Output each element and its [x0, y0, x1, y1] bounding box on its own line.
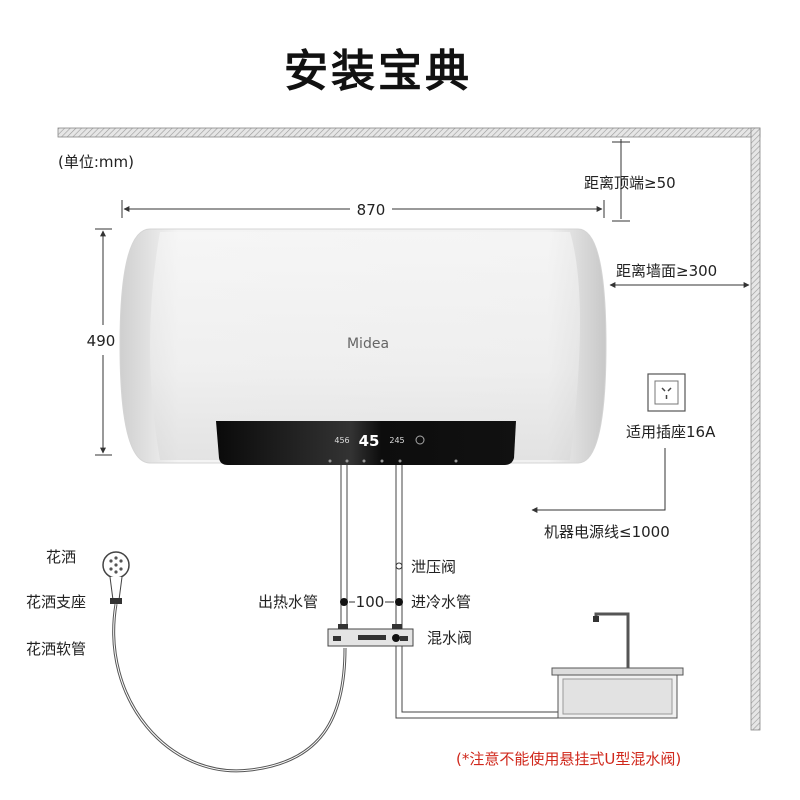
height-dimension: [95, 228, 112, 456]
power-cord-label: 机器电源线≤1000: [544, 523, 670, 541]
display-right: 245: [389, 436, 404, 445]
warning-note: (*注意不能使用悬挂式U型混水阀): [456, 750, 681, 768]
brand-logo: Midea: [347, 336, 389, 352]
wall-clearance-label: 距离墙面≥300: [616, 262, 717, 280]
hot-outlet-dot: [340, 598, 348, 606]
power-cord-arrow: [531, 448, 666, 513]
relief-valve-label: 泄压阀: [411, 558, 456, 576]
shower-hose-label: 花洒软管: [26, 640, 86, 658]
relief-valve-icon: [395, 562, 403, 570]
shower-holder: [110, 598, 122, 604]
shower-head-label: 花洒: [46, 548, 76, 566]
wall: [57, 127, 761, 731]
power-socket-icon: [647, 373, 686, 412]
shower-holder-label: 花洒支座: [26, 593, 86, 611]
control-panel: [216, 421, 516, 465]
unit-label: (单位:mm): [58, 153, 134, 171]
cold-inlet-dot: [395, 598, 403, 606]
page-title: 安装宝典: [284, 46, 472, 97]
mixing-valve-label: 混水阀: [427, 629, 472, 647]
pipe-spacing-label: 100: [356, 593, 385, 611]
pipes: [340, 465, 558, 719]
top-clearance-dimension: [612, 139, 630, 222]
shower-hose: [112, 603, 347, 773]
height-label: 490: [87, 332, 116, 350]
water-heater: Midea 45 456 245: [119, 228, 607, 465]
shower-head-icon: [102, 551, 130, 604]
width-dimension: [121, 200, 605, 218]
sink: [551, 612, 684, 719]
temperature-display: 45: [359, 432, 380, 450]
top-clearance-label: 距离顶端≥50: [584, 174, 676, 192]
mixing-valve: [327, 624, 414, 647]
width-label: 870: [357, 201, 386, 219]
display-left: 456: [334, 436, 349, 445]
cold-inlet-label: 进冷水管: [411, 593, 471, 611]
power-icon: [415, 435, 425, 445]
hot-outlet-label: 出热水管: [258, 593, 318, 611]
socket-label: 适用插座16A: [626, 423, 716, 441]
